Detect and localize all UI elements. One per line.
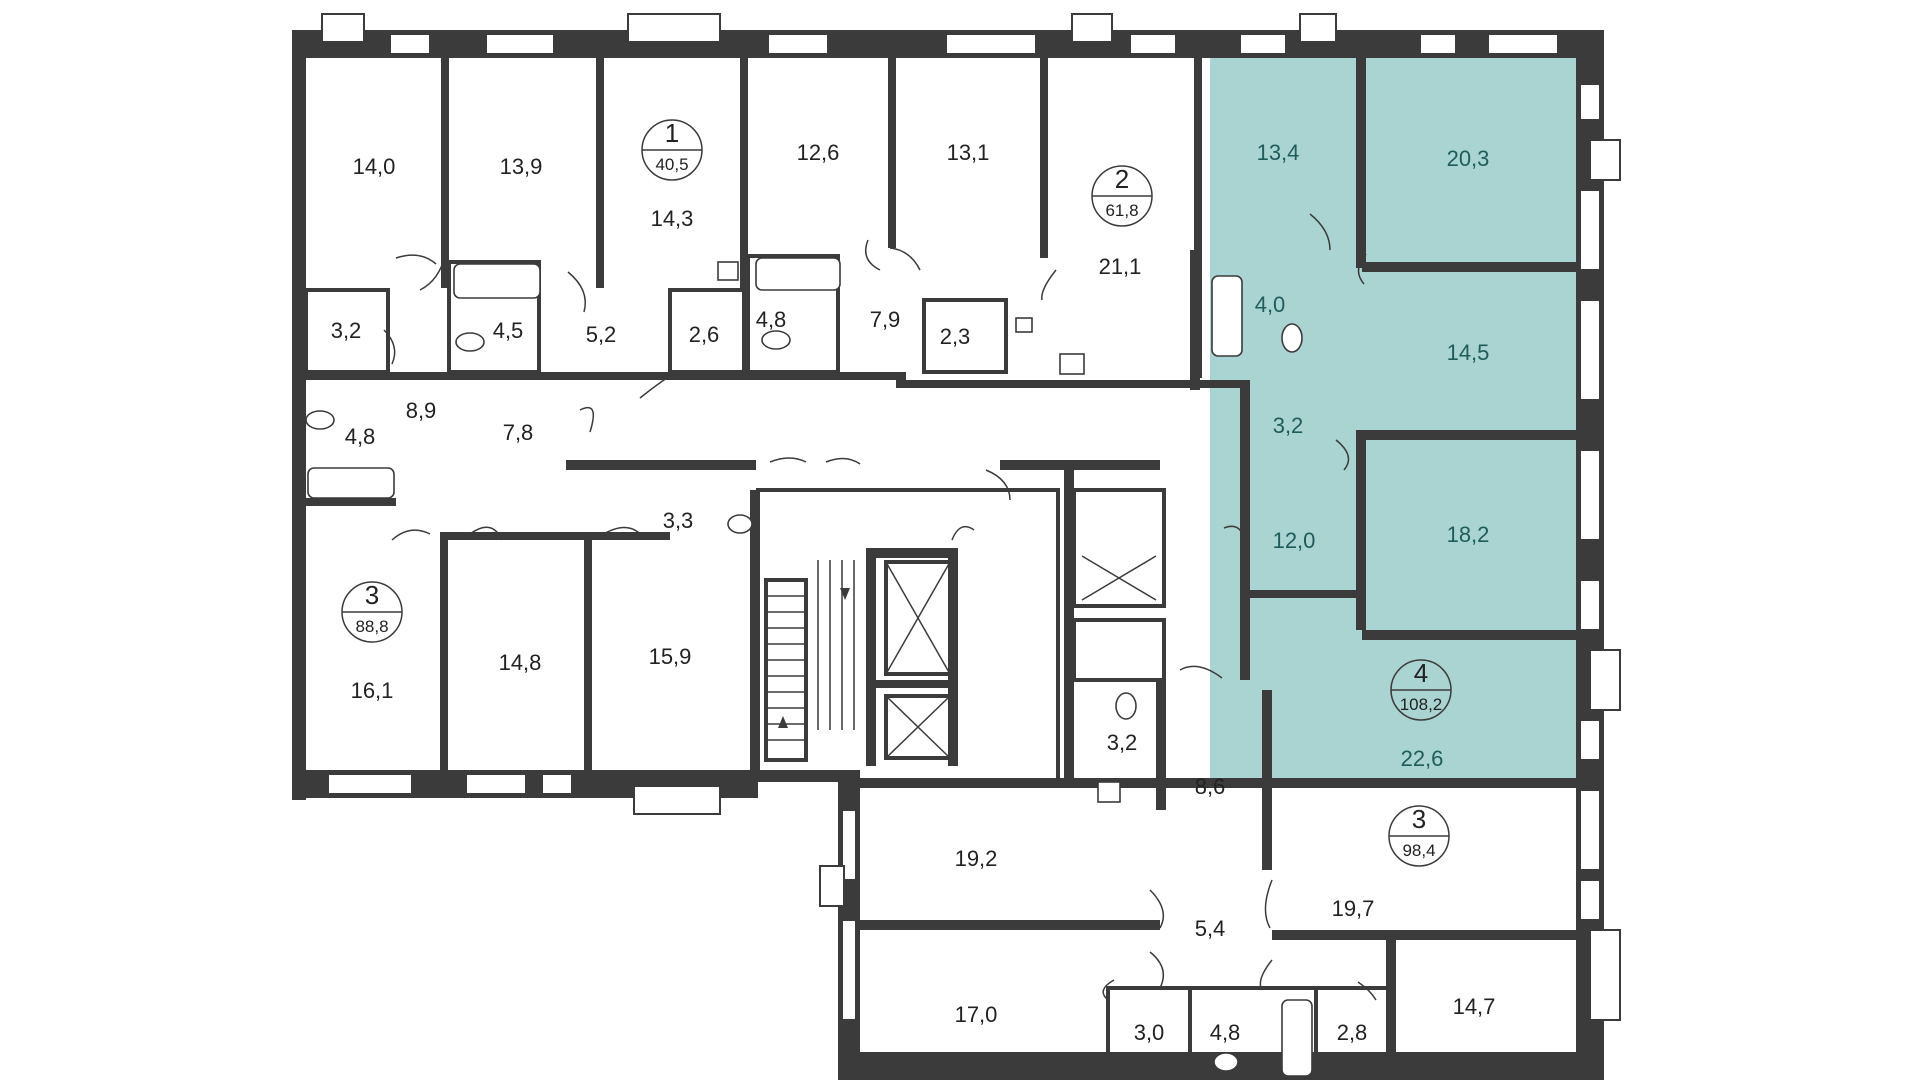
apartment-3b-area: 98,4 — [1402, 841, 1435, 860]
room-label: 12,6 — [797, 140, 840, 165]
room-label: 5,2 — [586, 322, 617, 347]
room-label: 14,8 — [499, 650, 542, 675]
room-label: 18,2 — [1447, 522, 1490, 547]
room-label: 4,8 — [345, 424, 376, 449]
apartment-2-number: 2 — [1115, 164, 1129, 194]
room-label: 2,8 — [1337, 1020, 1368, 1045]
apartment-2-area: 61,8 — [1105, 201, 1138, 220]
room-label: 12,0 — [1273, 528, 1316, 553]
apartment-badge-4: 4 108,2 — [1390, 658, 1452, 721]
apartment-badge-3-right: 3 98,4 — [1388, 804, 1450, 867]
room-label: 4,8 — [756, 307, 787, 332]
apartment-3b-number: 3 — [1412, 804, 1426, 834]
apartment-1-area: 40,5 — [655, 155, 688, 174]
room-label: 3,0 — [1134, 1020, 1165, 1045]
room-label: 13,9 — [500, 154, 543, 179]
windows-top — [321, 13, 1559, 55]
room-label: 22,6 — [1401, 746, 1444, 771]
room-label: 14,3 — [651, 206, 694, 231]
apartment-4-highlight — [1210, 58, 1576, 778]
room-label: 21,1 — [1099, 254, 1142, 279]
room-label: 4,8 — [1210, 1020, 1241, 1045]
room-label: 3,2 — [1107, 730, 1138, 755]
room-label: 14,5 — [1447, 340, 1490, 365]
room-label: 16,1 — [351, 678, 394, 703]
windows-bottom — [327, 773, 857, 1021]
room-label: 8,9 — [406, 398, 437, 423]
apartment-4-area: 108,2 — [1400, 695, 1443, 714]
apartment-3-number: 3 — [365, 580, 379, 610]
apartment-badge-2: 2 61,8 — [1091, 164, 1153, 227]
interior-walls — [304, 58, 1576, 1056]
door-swings — [383, 213, 1377, 1001]
room-label: 14,0 — [353, 154, 396, 179]
room-label: 17,0 — [955, 1002, 998, 1027]
room-label: 3,2 — [1273, 413, 1304, 438]
room-label: 15,9 — [649, 644, 692, 669]
room-labels: 14,0 13,9 14,3 12,6 13,1 21,1 13,4 20,3 … — [331, 140, 1496, 1045]
room-label: 4,0 — [1255, 292, 1286, 317]
room-label: 8,6 — [1195, 774, 1226, 799]
apartment-badge-3-left: 3 88,8 — [341, 580, 403, 643]
room-label: 2,6 — [689, 322, 720, 347]
apartment-badge-1: 1 40,5 — [641, 118, 703, 181]
room-label: 14,7 — [1453, 994, 1496, 1019]
room-label: 2,3 — [940, 324, 971, 349]
bath-fixtures — [305, 257, 1313, 1077]
apartment-3-area: 88,8 — [355, 617, 388, 636]
room-label: 7,9 — [870, 307, 901, 332]
windows-right — [1579, 83, 1621, 1021]
room-label: 3,3 — [663, 508, 694, 533]
elevators — [885, 555, 1157, 759]
apartment-1-number: 1 — [665, 118, 679, 148]
room-label: 5,4 — [1195, 916, 1226, 941]
stairs — [764, 560, 855, 762]
room-label: 13,1 — [947, 140, 990, 165]
room-label: 20,3 — [1447, 146, 1490, 171]
room-label: 7,8 — [503, 420, 534, 445]
room-label: 19,2 — [955, 846, 998, 871]
room-label: 3,2 — [331, 318, 362, 343]
room-label: 4,5 — [493, 318, 524, 343]
room-label: 13,4 — [1257, 140, 1300, 165]
room-label: 19,7 — [1332, 896, 1375, 921]
apartment-4-number: 4 — [1414, 658, 1428, 688]
